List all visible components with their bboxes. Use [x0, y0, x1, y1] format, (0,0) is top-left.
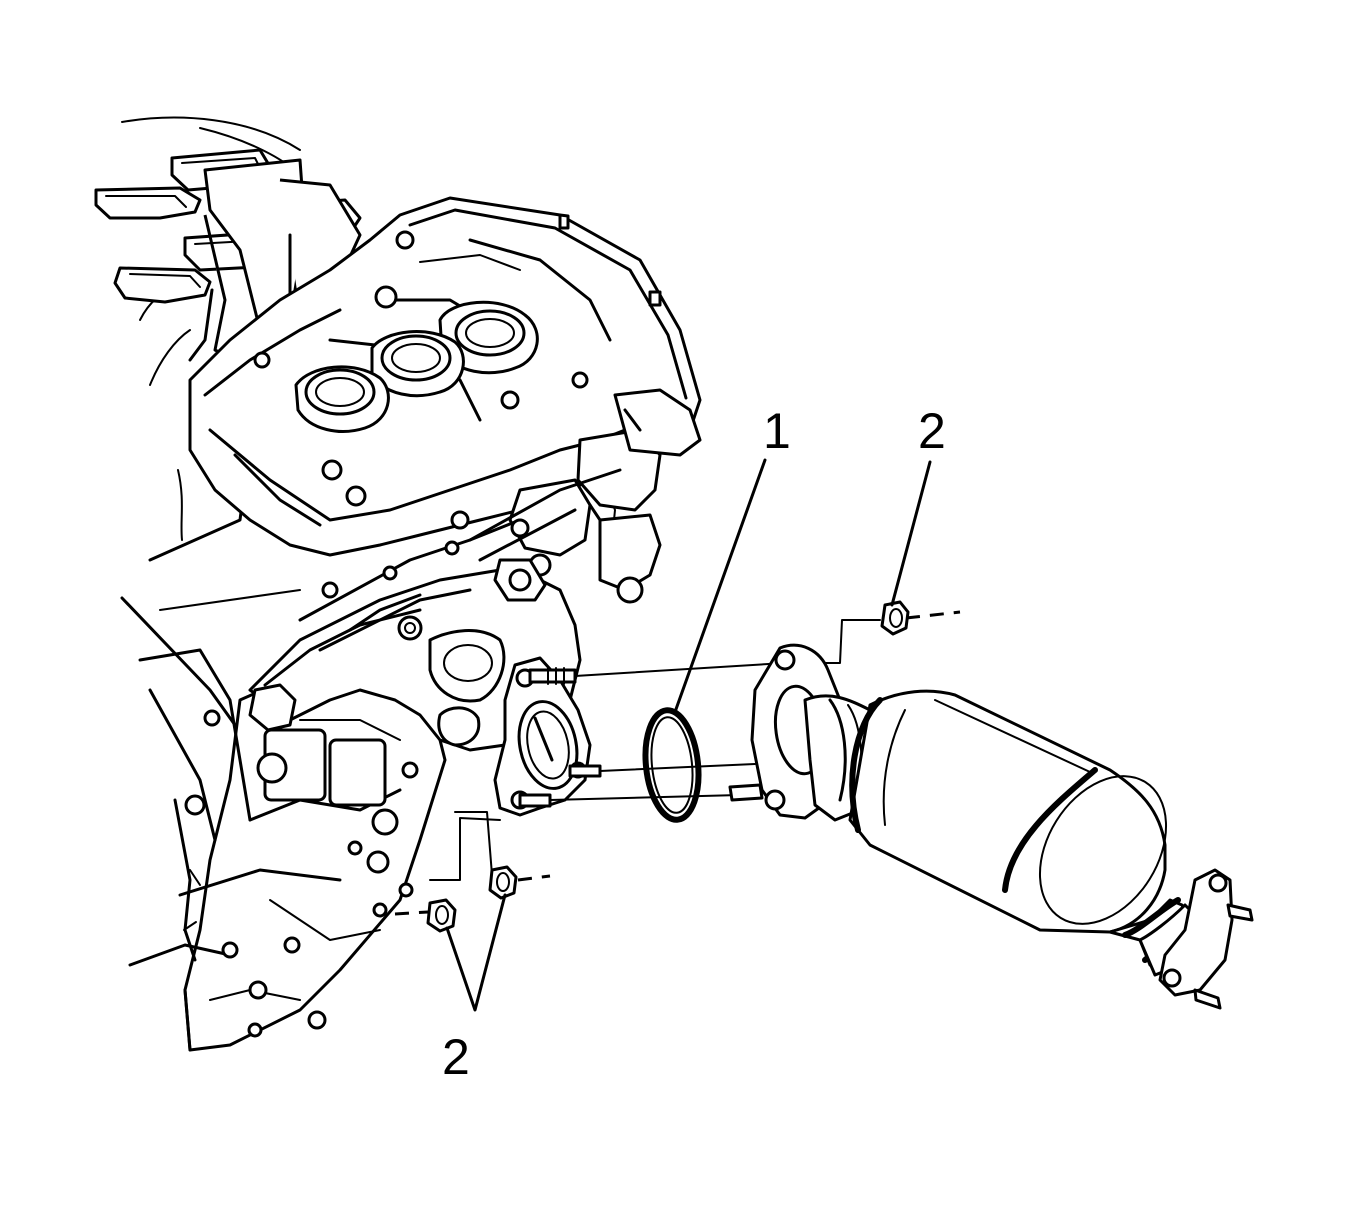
exhaust-manifold — [248, 468, 622, 752]
callout-leaders — [445, 458, 932, 1012]
nut-lower-left — [426, 898, 457, 933]
nut-upper — [880, 600, 910, 636]
nut-lower-right — [488, 865, 518, 900]
callout-label-2-upper: 2 — [918, 403, 946, 459]
catalytic-converter — [728, 643, 1254, 1010]
callout-label-1: 1 — [763, 403, 791, 459]
manifold-outlet-flange — [493, 656, 602, 817]
callout-label-2-lower: 2 — [442, 1029, 470, 1085]
exhaust-gasket — [642, 707, 702, 823]
engine-block — [120, 116, 447, 1052]
